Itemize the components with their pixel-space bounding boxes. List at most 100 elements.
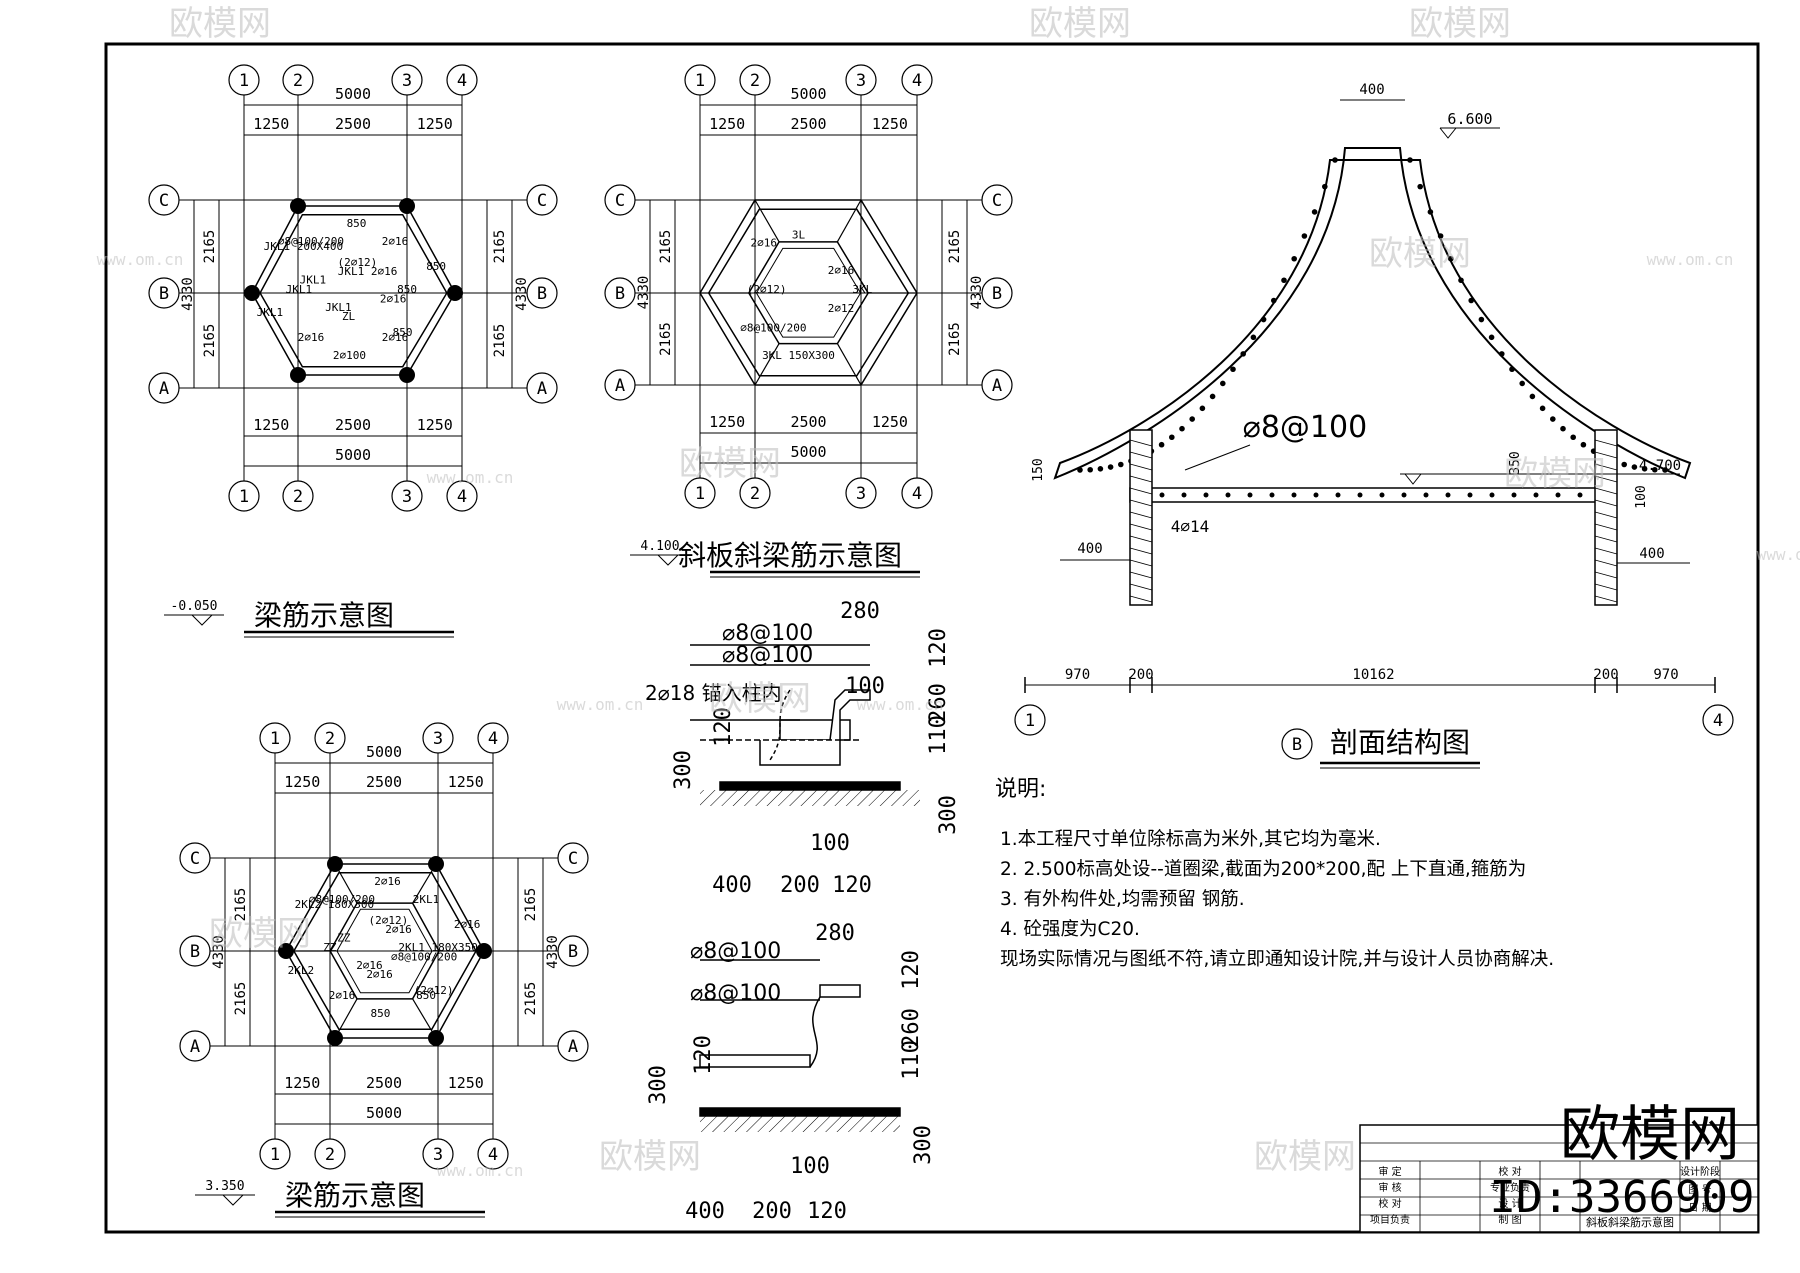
title-block-right: 图 号 xyxy=(1688,1184,1711,1196)
beam-rebar-dot xyxy=(1401,492,1407,498)
axis-col-bottom-circle xyxy=(845,477,877,509)
axis-col-bottom-circle xyxy=(259,1138,291,1170)
beam-inner-hex-2 xyxy=(755,247,862,338)
column-hatch xyxy=(1594,511,1618,519)
column-dot xyxy=(327,856,343,872)
dim-left-seg: 2165 xyxy=(233,982,249,1016)
detail-label: ⌀8@100 xyxy=(690,939,781,964)
dim-right-total: 4330 xyxy=(545,935,561,969)
beam-rebar-dot xyxy=(1445,492,1451,498)
beam-annotation: ZZ xyxy=(323,941,337,954)
rebar-dot xyxy=(1519,380,1525,387)
rebar-dot xyxy=(1539,405,1546,412)
beam-annotation: 850 xyxy=(371,1007,391,1020)
beam-rebar-dot xyxy=(1489,492,1495,498)
column-hatch xyxy=(1129,583,1153,591)
dim-bottom-seg: 2500 xyxy=(790,413,826,431)
dim-top-total: 5000 xyxy=(335,85,371,103)
axis-row-left-label: C xyxy=(615,191,625,211)
rebar-dot xyxy=(1641,466,1648,472)
detail-label: ⌀8@100 xyxy=(722,643,813,668)
beam-annotation: JKL1 2⌀16 xyxy=(338,265,398,278)
section-bottom-dim: 200 xyxy=(1128,667,1153,683)
axis-col-bottom-circle xyxy=(446,480,478,512)
dim-left-seg: 2165 xyxy=(233,888,249,922)
radial-beam xyxy=(754,343,780,386)
rebar-dot xyxy=(1560,425,1566,432)
axis-col-bottom-circle xyxy=(739,477,771,509)
elev-mark xyxy=(1404,473,1422,485)
detail-dim: 200 xyxy=(752,1199,792,1224)
rebar-dot xyxy=(1189,416,1195,422)
rebar-dot xyxy=(1437,233,1444,239)
detail-dim: 200 xyxy=(780,873,820,898)
dim-bottom-seg: 1250 xyxy=(417,416,453,434)
section-dim-150: 150 xyxy=(1031,458,1046,481)
section-axis-right-label: 4 xyxy=(1713,711,1723,731)
plan-elevation: -0.050 xyxy=(171,599,218,614)
axis-row-left-label: C xyxy=(159,191,169,211)
section-axis-left-circle xyxy=(1014,704,1046,736)
axis-col-top-label: 1 xyxy=(695,71,705,91)
detail-dim: 280 xyxy=(840,599,880,624)
rebar-dot xyxy=(1087,466,1093,473)
rebar-dot xyxy=(1097,466,1104,472)
axis-row-left-label: B xyxy=(615,284,625,304)
beam-rebar-dot xyxy=(1181,492,1187,498)
beam-annotation: 850 xyxy=(426,260,446,273)
column-hatch xyxy=(1129,595,1153,603)
rebar-dot xyxy=(1448,255,1454,262)
watermark-url: www.om.cn xyxy=(557,695,644,714)
watermark-brand: 欧模网 xyxy=(679,444,781,484)
dim-top-total: 5000 xyxy=(790,85,826,103)
rebar-dot xyxy=(1209,393,1216,400)
detail-dim: 100 xyxy=(845,674,885,699)
column-dot xyxy=(399,367,415,383)
axis-row-right-label: B xyxy=(568,942,578,962)
axis-row-right-circle xyxy=(557,842,589,874)
watermark-brand: 欧模网 xyxy=(1369,234,1471,274)
axis-row-right-circle xyxy=(526,277,558,309)
dim-left-total: 4330 xyxy=(211,935,227,969)
rebar-dot xyxy=(1550,416,1556,422)
beam-annotation: 2KL1 xyxy=(413,893,440,906)
column-dot xyxy=(399,198,415,214)
axis-col-top-label: 1 xyxy=(239,71,249,91)
watermark-url: www.om.cn xyxy=(857,695,944,714)
axis-row-left-circle xyxy=(604,369,636,401)
axis-row-right-label: A xyxy=(537,379,547,399)
detail-label: 2⌀18 锚入柱内 xyxy=(645,681,782,705)
rebar-dot xyxy=(1631,464,1638,470)
beam-annotation: 3KL xyxy=(852,283,872,296)
section-bottom-dim: 970 xyxy=(1653,667,1678,683)
title-block-mid: 制 图 xyxy=(1498,1213,1521,1226)
dim-bottom-total: 5000 xyxy=(790,443,826,461)
column-hatch xyxy=(1129,451,1153,459)
watermark-brand: 欧模网 xyxy=(1504,454,1606,494)
dim-bottom-seg: 1250 xyxy=(709,413,745,431)
dim-right-seg: 2165 xyxy=(492,230,508,264)
dim-top-seg: 1250 xyxy=(448,773,484,791)
beam-annotation: 2⌀16 xyxy=(366,968,393,981)
axis-col-top-circle xyxy=(314,722,346,754)
column-hatch xyxy=(1594,463,1618,471)
dim-top-seg: 1250 xyxy=(872,115,908,133)
axis-col-bottom-circle xyxy=(391,480,423,512)
design-notes: 说明:1.本工程尺寸单位除标高为米外,其它均为毫米.2. 2.500标高处设--… xyxy=(995,777,1554,970)
rebar-dot xyxy=(1301,233,1308,239)
detail-dim: 280 xyxy=(815,921,855,946)
beam-rebar-dot xyxy=(1335,492,1341,498)
title-block-mid: 设 计 xyxy=(1498,1197,1521,1210)
detail-dim: 260 xyxy=(926,683,951,723)
rebar-dot xyxy=(1580,441,1587,448)
detail-dim: 120 xyxy=(691,1035,716,1075)
plan-title: 梁筋示意图 xyxy=(285,1179,425,1212)
plan-elevation: 4.100 xyxy=(640,539,679,554)
column-hatch xyxy=(1129,559,1153,567)
dim-bottom-seg: 1250 xyxy=(284,1074,320,1092)
beam-rebar-dot xyxy=(1269,492,1275,498)
detail-dim: 300 xyxy=(936,795,961,835)
axis-row-right-label: C xyxy=(537,191,547,211)
